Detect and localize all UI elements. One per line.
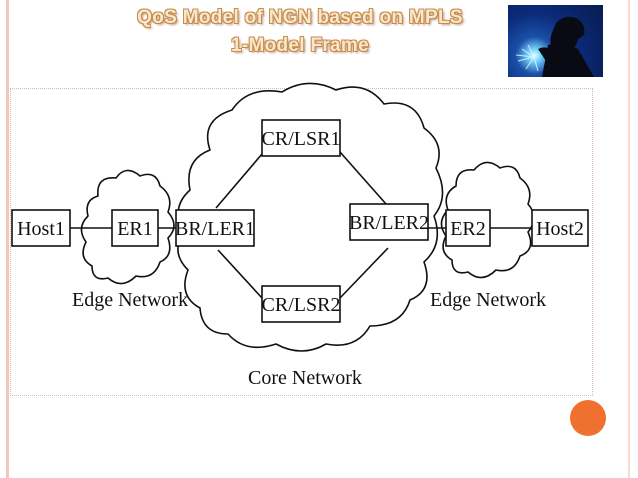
welder-icon: [508, 5, 603, 77]
node-brler1-box: [175, 209, 255, 247]
slide-subtitle: 1-Model Frame: [231, 35, 369, 56]
accent-dot: [570, 400, 606, 436]
edge-network-right-label: Edge Network: [430, 289, 546, 311]
node-er1: ER1: [117, 218, 153, 240]
link-crlsr2-brler2: [339, 247, 389, 299]
node-crlsr1: CR/LSR1: [262, 128, 341, 150]
link-crlsr1-brler2: [339, 151, 387, 205]
node-er2-box: [445, 209, 491, 247]
node-brler2-box: [349, 203, 429, 241]
link-brler1-crlsr1: [215, 153, 263, 209]
node-host2: Host2: [536, 218, 584, 240]
link-brler1-crlsr2: [217, 249, 263, 299]
node-host1: Host1: [17, 218, 65, 240]
node-brler1: BR/LER1: [175, 218, 255, 240]
core-network-cloud: [177, 82, 444, 352]
node-brler2: BR/LER2: [349, 212, 429, 234]
node-host1-box: [11, 209, 71, 247]
slide-title: QoS Model of NGN based on MPLS: [137, 7, 463, 28]
node-host2-box: [531, 209, 589, 247]
right-decorative-rule: [628, 0, 630, 478]
node-crlsr1-box: [261, 119, 341, 157]
node-crlsr2: CR/LSR2: [262, 294, 341, 316]
core-network-label: Core Network: [248, 367, 362, 389]
edge-network-left-label: Edge Network: [72, 289, 188, 311]
left-decorative-rule: [6, 0, 9, 478]
node-er2: ER2: [450, 218, 486, 240]
node-er1-box: [111, 209, 159, 247]
node-crlsr2-box: [261, 285, 341, 323]
